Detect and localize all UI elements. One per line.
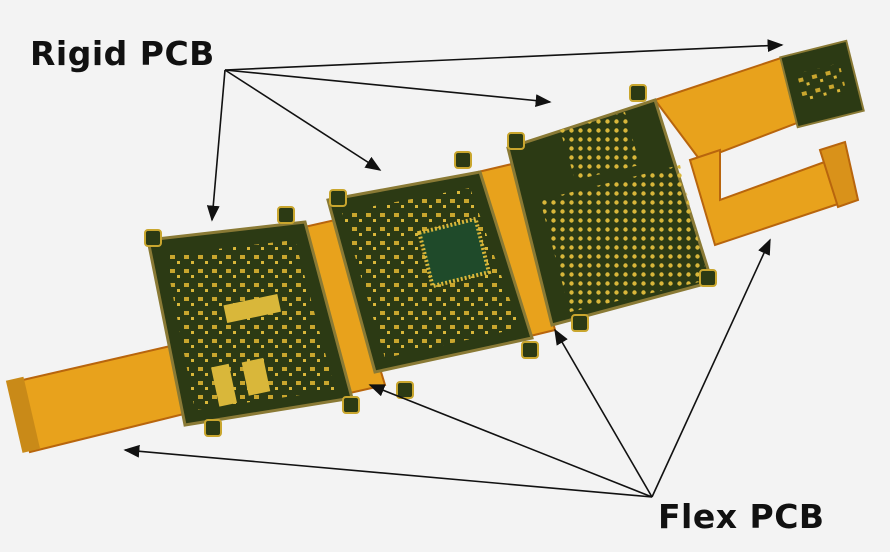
flex-tail-lower-connector xyxy=(818,140,860,209)
arrow xyxy=(224,39,784,71)
board-1-components xyxy=(165,240,335,410)
flex-pcb xyxy=(5,53,860,454)
arrow xyxy=(206,69,226,222)
board-3-bga xyxy=(540,165,708,312)
arrow xyxy=(123,444,653,498)
board-3-bga-small xyxy=(560,112,640,180)
mounting-tabs xyxy=(144,84,717,437)
board-1-pad xyxy=(211,363,237,407)
board-1-pad xyxy=(241,357,271,396)
arrow xyxy=(224,69,552,107)
arrow xyxy=(651,238,771,498)
arrow xyxy=(554,328,653,498)
flex-connector-left xyxy=(5,376,41,453)
flex-pcb-label: Flex PCB xyxy=(658,497,825,536)
rigid-pcb-label: Rigid PCB xyxy=(30,34,215,73)
arrow xyxy=(224,69,382,171)
rigid-pcb-arrows xyxy=(206,39,784,222)
arrow xyxy=(368,384,653,498)
board-1-pad xyxy=(223,293,282,324)
board-2-chip xyxy=(416,216,492,289)
connector-pins xyxy=(796,63,847,103)
rigid-pcb xyxy=(144,39,865,437)
flex-tail-left xyxy=(12,343,194,454)
flex-pcb-arrows xyxy=(123,238,771,498)
